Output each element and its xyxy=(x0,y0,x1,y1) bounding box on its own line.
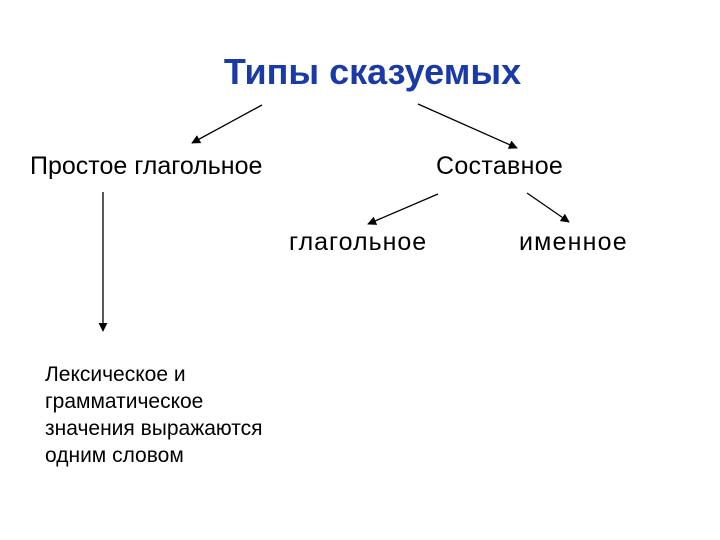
edge-compound-to-verbal xyxy=(367,193,439,225)
note-simple-definition: Лексическое и грамматическое значения вы… xyxy=(45,361,345,469)
edge-title-to-simple xyxy=(191,104,263,144)
node-compound-nominal: именное xyxy=(519,228,628,256)
edge-compound-to-nominal xyxy=(526,192,570,223)
node-compound-verbal: глагольное xyxy=(289,228,428,256)
edge-title-to-compound xyxy=(417,103,518,149)
note-line: грамматическое xyxy=(45,390,204,413)
node-compound: Составное xyxy=(436,152,564,180)
note-line: значения выражаются xyxy=(45,417,263,440)
node-simple-verbal: Простое глагольное xyxy=(30,152,263,180)
note-line: одним словом xyxy=(45,444,184,467)
diagram-title: Типы сказуемых xyxy=(223,51,522,92)
note-line: Лексическое и xyxy=(45,363,186,386)
